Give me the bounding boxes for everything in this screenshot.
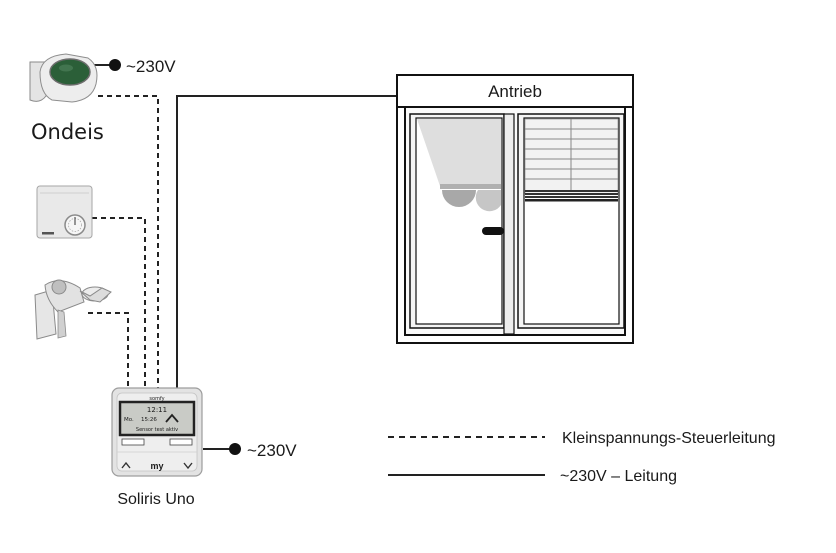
- controller-softkey-left[interactable]: [121, 438, 145, 446]
- roller-blind-bar: [440, 184, 501, 189]
- ondeis-supply-terminal: [109, 59, 121, 71]
- wind-sensor: [34, 279, 112, 340]
- ondeis-label: Ondeis: [31, 120, 104, 144]
- controller-to-actuator-line: [176, 95, 397, 388]
- controller-brand: somfy: [149, 396, 164, 402]
- controller-display-up-arrow: [165, 413, 179, 423]
- window-handle: [482, 227, 504, 235]
- controller-supply-terminal: [229, 443, 241, 455]
- ondeis-sensor: [29, 53, 98, 103]
- roller-blind-fabric: [417, 119, 501, 186]
- controller-display-temp: 15:26: [141, 417, 157, 423]
- venetian-blind: [524, 118, 619, 202]
- window-mullion: [503, 113, 515, 335]
- controller-down-button[interactable]: [183, 462, 193, 470]
- thermostat-control-line: [92, 217, 146, 388]
- controller-display-status: Sensor test aktiv: [136, 427, 178, 433]
- actuator-label: Antrieb: [488, 82, 542, 101]
- controller-label: Soliris Uno: [117, 491, 194, 508]
- legend-solid-label: ~230V – Leitung: [560, 468, 677, 485]
- controller-up-button[interactable]: [121, 461, 131, 469]
- legend-dashed-label: Kleinspannungs-Steuerleitung: [562, 430, 775, 447]
- ondeis-supply-label: ~230V: [126, 57, 176, 76]
- controller-display-time: 12:11: [147, 406, 167, 414]
- room-thermostat: [36, 185, 93, 239]
- controller-my-button[interactable]: my: [150, 461, 163, 471]
- soliris-uno-controller: somfy 12:11 Mo. 15:26 Sensor test aktiv …: [111, 387, 203, 477]
- window: Antrieb: [396, 74, 634, 344]
- controller-display: [118, 400, 196, 437]
- wind-sensor-control-line: [88, 312, 129, 388]
- controller-display-day: Mo.: [124, 417, 134, 423]
- ondeis-control-line: [98, 95, 159, 388]
- control-wiring: [88, 95, 159, 388]
- controller-softkey-right[interactable]: [169, 438, 193, 446]
- legend: Kleinspannungs-Steuerleitung ~230V – Lei…: [388, 430, 775, 485]
- controller-supply-label: ~230V: [247, 441, 297, 460]
- ondeis-sensor-lens: [49, 58, 91, 86]
